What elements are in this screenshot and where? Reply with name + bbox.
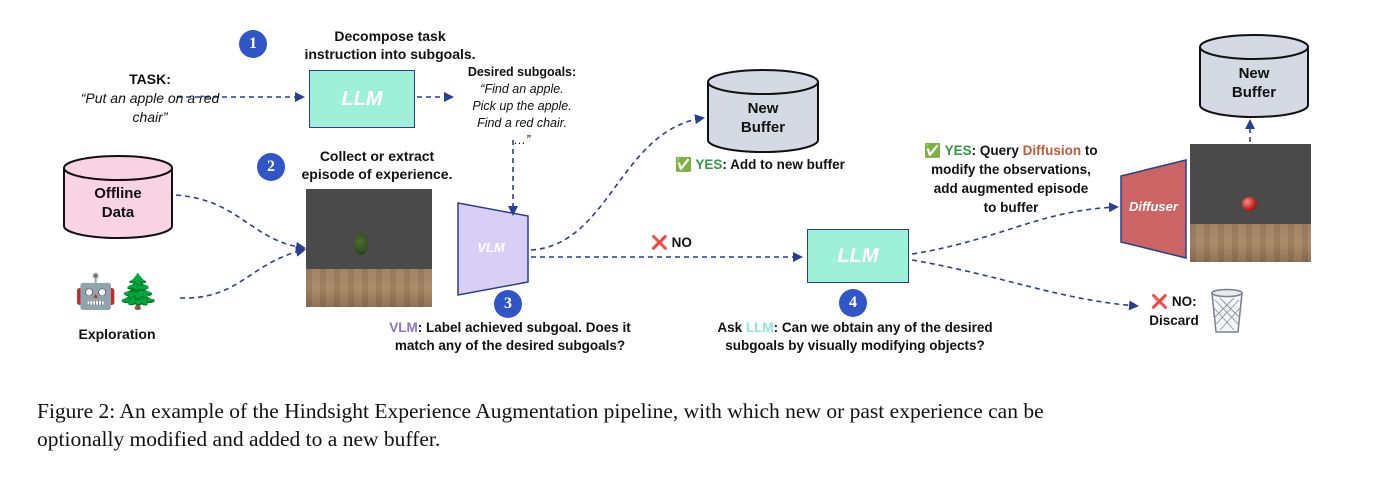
discard-label: Discard: [1149, 313, 1199, 328]
no-text: NO: [671, 235, 692, 250]
yes-add-to-buffer: ✅ YES: Add to new buffer: [675, 157, 845, 173]
step-3-text: VLM: Label achieved subgoal. Does it mat…: [360, 319, 660, 355]
step-4-badge: 4: [839, 289, 867, 317]
red-apple-object: [1242, 197, 1257, 211]
new-buffer-2-line-1: New: [1238, 65, 1270, 82]
task-label: TASK:: [129, 71, 171, 87]
step-1-text: Decompose task instruction into subgoals…: [290, 27, 490, 63]
step-1-line-1: Decompose task: [334, 28, 446, 44]
offline-data-cylinder: [63, 155, 173, 239]
new-buffer-cylinder-1: [707, 69, 819, 153]
llm-box-top: LLM: [309, 70, 415, 128]
ask-word: Ask: [717, 320, 746, 335]
step-3-badge: 3: [494, 290, 522, 318]
arrow-llm-to-discard: [911, 259, 1139, 311]
step-2-text: Collect or extract episode of experience…: [287, 147, 467, 183]
offline-data-line-1: Offline: [94, 185, 142, 202]
step-2-line-1: Collect or extract: [319, 148, 435, 164]
offline-data-label: Offline Data: [64, 184, 172, 222]
figure-caption: Figure 2: An example of the Hindsight Ex…: [37, 397, 1357, 453]
yes-text: : Add to new buffer: [722, 157, 845, 172]
yes2-line-2: modify the observations,: [931, 162, 1091, 177]
no-label: NO:: [1171, 294, 1197, 309]
new-buffer-2-line-2: Buffer: [1231, 84, 1277, 101]
yes2-line-4: to buffer: [983, 200, 1039, 215]
offline-data-line-2: Data: [101, 204, 135, 221]
llm-box-middle: LLM: [807, 229, 909, 283]
yes-label: YES: [944, 143, 972, 158]
floor: [1190, 224, 1311, 262]
new-buffer-cylinder-2: [1199, 34, 1309, 118]
subgoals-title: Desired subgoals:: [467, 65, 577, 79]
task-text-line-2: chair”: [132, 109, 168, 125]
caption-line-2: optionally modified and added to a new b…: [37, 427, 441, 451]
task-block: TASK: “Put an apple on a red chair”: [60, 70, 240, 127]
arrow-offline-to-episode: [175, 194, 306, 252]
caption-line-1: Figure 2: An example of the Hindsight Ex…: [37, 399, 1044, 423]
no-label-1: ❌ NO: [651, 235, 692, 251]
augmented-observation-image: [1190, 144, 1311, 262]
yes-query-diffusion: ✅ YES: Query Diffusion to modify the obs…: [903, 141, 1119, 217]
no-discard: ❌ NO: Discard: [1136, 292, 1212, 330]
step-3-line-2: match any of the desired subgoals?: [394, 338, 626, 353]
arrow-exploration-to-episode: [179, 246, 306, 299]
subgoal-line: …”: [513, 133, 531, 147]
step-4-line-2: subgoals by visually modifying objects?: [725, 338, 985, 353]
step-2-line-2: episode of experience.: [301, 166, 453, 182]
cross-icon: ❌: [1151, 294, 1169, 309]
step-4-line-1: : Can we obtain any of the desired: [773, 320, 993, 335]
step-3-line-1: : Label achieved subgoal. Does it: [417, 320, 631, 335]
exploration-label: Exploration: [78, 326, 156, 342]
leaf-object: [354, 233, 368, 255]
checkmark-icon: ✅: [675, 157, 692, 172]
arrow-vlm-to-buffer: [530, 114, 705, 251]
step-4-text: Ask LLM: Can we obtain any of the desire…: [680, 319, 1030, 355]
step-1-line-2: instruction into subgoals.: [304, 46, 476, 62]
diffusion-word: Diffusion: [1022, 143, 1082, 158]
llm-word: LLM: [745, 320, 774, 335]
arrow-llm-to-diffuser: [911, 202, 1119, 255]
yes-text-end: to: [1081, 143, 1098, 158]
diffuser-trapezoid: [1120, 159, 1187, 259]
yes-text: : Query: [971, 143, 1023, 158]
vlm-label: VLM: [477, 240, 505, 255]
episode-observation-image: [306, 189, 432, 307]
subgoal-line: “Find an apple.: [480, 82, 564, 96]
subgoal-line: Pick up the apple.: [472, 99, 572, 113]
robot-tree-icon: 🤖🌲: [74, 273, 160, 311]
yes2-line-3: add augmented episode: [933, 181, 1089, 196]
step-1-badge: 1: [239, 30, 267, 58]
new-buffer-1-line-2: Buffer: [740, 119, 786, 136]
new-buffer-1-label: New Buffer: [708, 99, 818, 137]
yes-label: YES: [695, 157, 723, 172]
arrows: [175, 92, 1255, 311]
vlm-trapezoid: [457, 202, 529, 296]
trash-can-icon: [1211, 288, 1243, 333]
floor: [306, 269, 432, 307]
cross-icon: ❌: [651, 235, 668, 250]
diagram-canvas: [63, 34, 1309, 333]
step-2-badge: 2: [257, 153, 285, 181]
subgoal-line: Find a red chair.: [477, 116, 567, 130]
task-text-line-1: “Put an apple on a red: [80, 90, 220, 106]
new-buffer-1-line-1: New: [747, 100, 779, 117]
new-buffer-2-label: New Buffer: [1200, 64, 1308, 102]
subgoals-block: Desired subgoals: “Find an apple. Pick u…: [452, 64, 592, 149]
vlm-word: VLM: [389, 320, 418, 335]
checkmark-icon: ✅: [924, 143, 942, 158]
diffuser-label: Diffuser: [1129, 199, 1178, 214]
